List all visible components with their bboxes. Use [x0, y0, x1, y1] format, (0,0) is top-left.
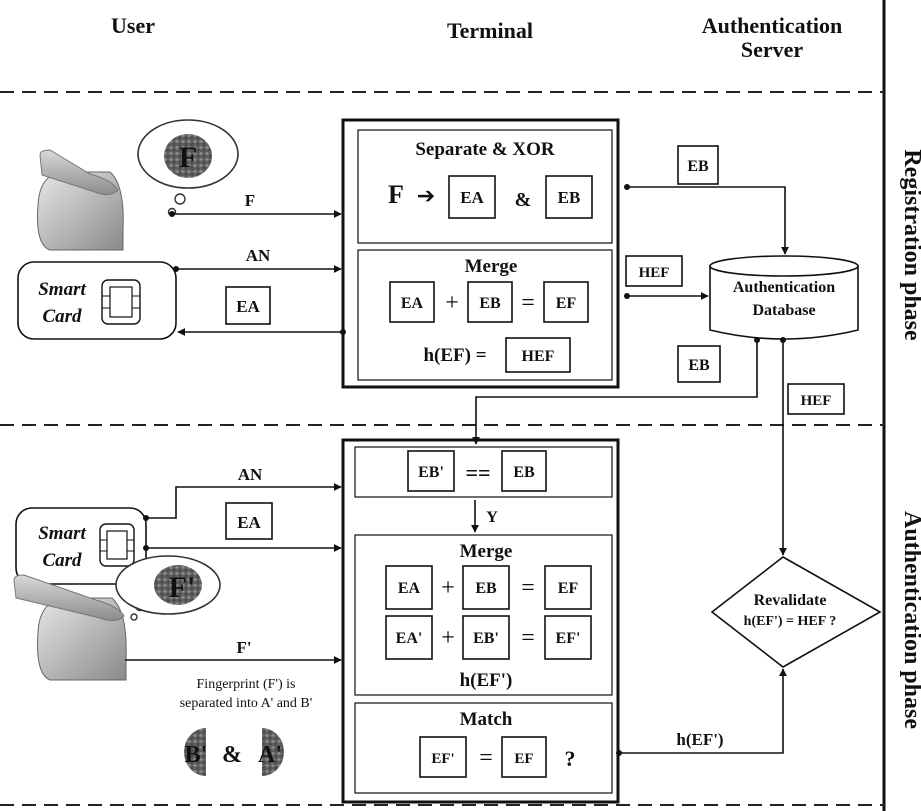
match-ef: EF — [514, 751, 533, 767]
hash-hef: HEF — [522, 348, 555, 365]
thought-bubble-icon: F' — [115, 555, 221, 621]
merge-plus: + — [445, 290, 459, 316]
smart-card-label-line2: Card — [42, 306, 82, 327]
separate-eb: EB — [558, 188, 581, 207]
arrow-eb-to-compare — [472, 340, 758, 445]
terminal-registration-box — [341, 118, 620, 389]
fingerprint-icon — [164, 134, 212, 178]
thought-label-f-prime: F' — [169, 571, 196, 604]
chip-icon — [101, 279, 141, 325]
row1-ef: EF — [558, 580, 579, 597]
flow-label-an-auth: AN — [238, 465, 263, 484]
revalidate-line2: h(EF') = HEF ? — [744, 614, 837, 629]
smart-card-auth-label-line2: Card — [42, 550, 82, 571]
compare-eb-prime: EB' — [418, 464, 444, 481]
compare-eb: EB — [513, 464, 535, 481]
phase-label-registration: Registration phase — [899, 149, 921, 341]
smart-card-registration — [17, 261, 177, 340]
match-title: Match — [460, 709, 513, 730]
match-question: ? — [565, 746, 576, 771]
phase-label-authentication: Authentication phase — [899, 511, 921, 729]
db-output-eb-label: EB — [688, 357, 710, 374]
flow-label-f: F — [245, 191, 255, 210]
column-header-user: User — [111, 13, 155, 38]
parts-b-prime: B' — [185, 742, 208, 768]
row2-plus: + — [441, 625, 455, 651]
hef-to-database-label: HEF — [639, 265, 670, 281]
row2-eb-prime: EB' — [473, 630, 499, 647]
card-ea-box: EA — [236, 297, 260, 316]
arrow-hash-to-revalidate — [619, 668, 787, 754]
database-label-line1: Authentication — [733, 279, 835, 296]
compare-equals: == — [465, 460, 490, 485]
database-label-line2: Database — [752, 302, 815, 319]
smart-card-label-line1: Smart — [38, 279, 86, 300]
row2-ea-prime: EA' — [396, 630, 423, 647]
revalidate-diamond — [710, 556, 882, 668]
fingerprint-scanner-icon — [13, 574, 127, 681]
merge-box-authentication — [354, 534, 613, 696]
caption-line1: Fingerprint (F') is — [197, 677, 296, 692]
card-ea-auth: EA — [237, 513, 261, 532]
separate-xor-title: Separate & XOR — [415, 139, 555, 160]
revalidate-line1: Revalidate — [754, 592, 827, 609]
separate-ea: EA — [460, 188, 484, 207]
row1-eb: EB — [475, 580, 497, 597]
merge-ea: EA — [401, 295, 424, 312]
eb-to-database-label: EB — [687, 158, 709, 175]
separate-f: F — [388, 180, 404, 209]
fingerprint-parts-icon — [184, 728, 284, 776]
db-output-hef-label: HEF — [801, 393, 832, 409]
merge-hash-auth: h(EF') — [460, 670, 513, 691]
separate-amp: & — [515, 189, 532, 211]
row1-plus: + — [441, 575, 455, 601]
merge-eb: EB — [479, 295, 501, 312]
fingerprint-scanner-icon — [37, 149, 124, 251]
flow-label-an: AN — [246, 246, 271, 265]
match-equals: = — [479, 745, 493, 771]
row1-ea: EA — [398, 580, 421, 597]
parts-a-prime: A' — [258, 742, 282, 768]
hash-expression: h(EF) = — [423, 345, 486, 366]
thought-label-f: F — [179, 141, 197, 174]
yes-label: Y — [486, 509, 498, 526]
arrow-an-auth — [146, 483, 342, 519]
column-header-server-line1: Authentication — [702, 13, 843, 38]
row2-equals: = — [521, 625, 535, 651]
authentication-database: Authentication Database — [709, 255, 859, 340]
merge-ef: EF — [556, 295, 577, 312]
separate-arrow-icon: ➔ — [417, 183, 435, 208]
match-box — [354, 702, 613, 794]
row1-equals: = — [521, 575, 535, 601]
terminal-authentication-box — [341, 438, 620, 804]
thought-bubble-icon: F — [137, 119, 239, 217]
arrow-eb-to-database — [627, 186, 789, 255]
merge-title-registration: Merge — [465, 256, 518, 277]
fingerprint-icon — [154, 565, 202, 605]
output-hash-label: h(EF') — [676, 730, 723, 749]
chip-icon — [99, 523, 135, 567]
parts-amp: & — [222, 742, 242, 768]
merge-equals: = — [521, 290, 535, 316]
merge-title-authentication: Merge — [460, 541, 513, 562]
caption-line2: separated into A' and B' — [180, 696, 313, 711]
flow-label-f-prime: F' — [236, 638, 251, 657]
row2-ef-prime: EF' — [556, 630, 581, 647]
smart-card-auth-label-line1: Smart — [38, 523, 86, 544]
column-header-server-line2: Server — [741, 37, 804, 62]
compare-box — [354, 446, 613, 498]
match-ef-prime: EF' — [431, 751, 454, 767]
column-header-terminal: Terminal — [447, 18, 533, 43]
